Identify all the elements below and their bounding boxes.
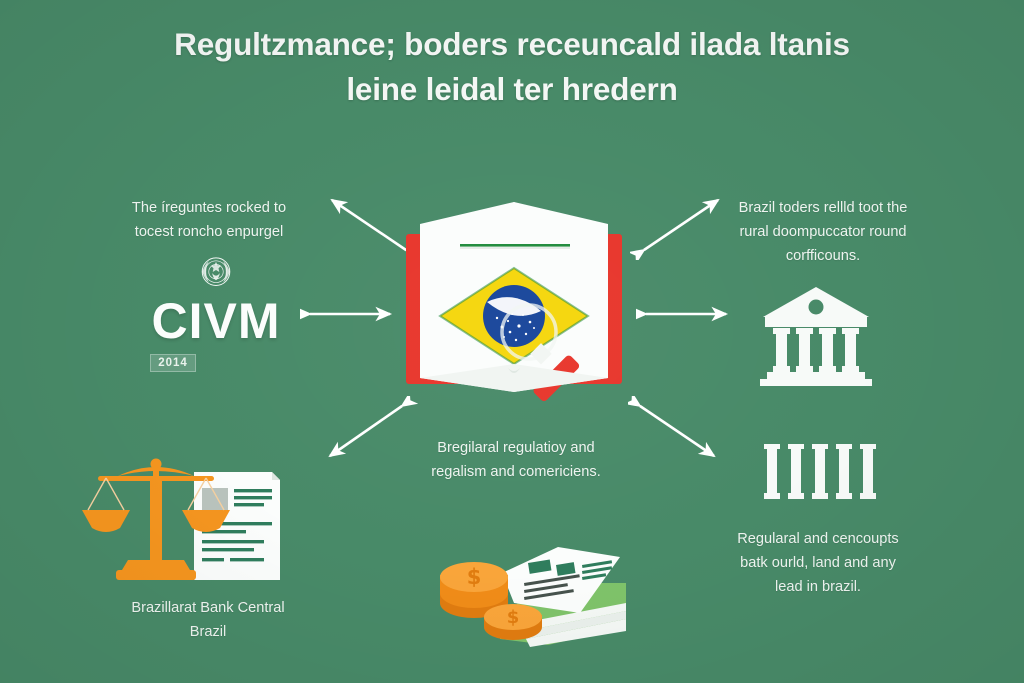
bank-building-icon	[760, 287, 872, 386]
caption-top-left-line-2: tocest roncho enpurgel	[134, 224, 284, 241]
caption-center: Bregilaral regulatioy and regalism and c…	[382, 436, 650, 484]
caption-center-line-2: regalism and comericiens.	[431, 464, 601, 481]
cvm-wordmark: CIVM	[151, 293, 281, 349]
cvm-year-badge: 2014	[150, 354, 196, 372]
arrow-center-to-right	[636, 306, 729, 322]
caption-center-line-1: Bregilaral regulatioy and	[437, 440, 595, 456]
caption-top-left-line-1: The íreguntes rocked to	[131, 200, 287, 216]
page-title: Regultzmance; boders receuncald ilada lt…	[0, 22, 1024, 111]
caption-top-left: The íreguntes rocked to tocest roncho en…	[84, 196, 334, 244]
arrow-center-to-top-right	[630, 198, 720, 260]
open-book-brazil-flag-magnifier-icon	[406, 202, 622, 402]
caption-bottom-right-line-2: batk ourld, land and any	[740, 555, 896, 572]
caption-bottom-right-line-3: lead in brazil.	[775, 579, 861, 596]
seal-emblem-icon	[201, 257, 231, 286]
title-line-1: Regultzmance; boders receuncald ilada lt…	[174, 26, 850, 62]
arrow-center-to-top-left	[330, 198, 420, 260]
cvm-logo-block: CIVM 2014	[108, 252, 324, 372]
arrow-center-to-bottom-right	[628, 396, 716, 458]
caption-top-right-line-3: corfficouns.	[785, 248, 861, 265]
caption-bottom-right-line-1: Regularal and cencoupts	[737, 531, 899, 547]
caption-bottom-right: Regularal and cencoupts batk ourld, land…	[684, 527, 952, 600]
coin-dollar-symbol-1: $	[467, 565, 482, 589]
caption-bottom-left-line-1: Brazillarat Bank Central	[131, 600, 285, 616]
caption-bottom-left-line-2: Brazil	[189, 624, 227, 641]
title-line-2: leine leidal ter hredern	[346, 70, 678, 107]
coins-money-documents-icon: $ $	[440, 547, 626, 647]
arrow-center-to-left	[300, 306, 393, 322]
caption-top-right: Brazil toders rellld toot the rural doom…	[694, 196, 952, 269]
coin-dollar-symbol-2: $	[507, 607, 520, 628]
caption-top-right-line-1: Brazil toders rellld toot the	[738, 200, 908, 216]
arrow-center-to-bottom-left	[328, 396, 418, 458]
classical-columns-icon	[764, 444, 876, 499]
caption-bottom-left: Brazillarat Bank Central Brazil	[74, 596, 342, 644]
scales-of-justice-document-icon	[82, 458, 280, 580]
caption-top-right-line-2: rural doompuccator round	[739, 224, 907, 241]
